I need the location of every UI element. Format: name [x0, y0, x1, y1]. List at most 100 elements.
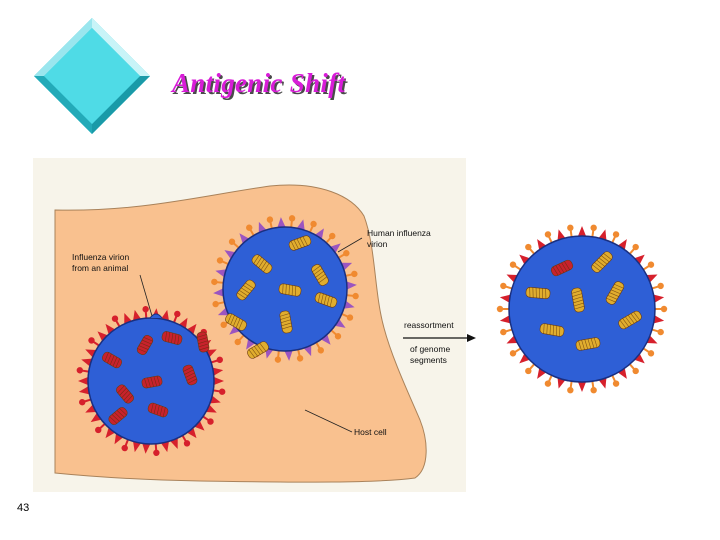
spike-ha [187, 323, 197, 335]
spike-ha [133, 441, 141, 453]
envelope-notch [149, 313, 163, 319]
spike-ha [537, 368, 546, 379]
spike-na [88, 337, 100, 347]
spike-na [544, 231, 553, 244]
spike-ha [634, 353, 645, 364]
genome-segment-animal [116, 384, 134, 404]
spike-ha [618, 368, 627, 379]
spike-na [173, 310, 181, 323]
spike-ha [330, 243, 341, 253]
spike-ha [78, 377, 88, 385]
spike-ha [210, 395, 221, 404]
genome-segment-animal [161, 331, 183, 345]
genome-segment-human [288, 235, 312, 251]
spike-ha [215, 269, 227, 278]
spike-ha [229, 325, 240, 335]
spike-na [246, 224, 255, 236]
spike-ha [653, 294, 665, 303]
spike-ha [578, 382, 586, 392]
human-virion-label-line1: Human influenza [367, 228, 431, 238]
slide-title: Antigenic Shift [172, 68, 346, 98]
spike-ha [315, 228, 324, 240]
animal-virion [76, 306, 226, 456]
spike-na [95, 423, 106, 434]
diamond-bullet-icon [34, 18, 150, 134]
spike-ha [161, 441, 169, 453]
animal-virion-label-line2: from an animal [72, 263, 128, 273]
genome-segment-human [251, 254, 273, 274]
spike-ha [142, 443, 151, 454]
spike-na [345, 270, 358, 278]
spike-ha [296, 219, 305, 231]
human-virion [211, 215, 359, 363]
spike-ha [214, 377, 224, 385]
spike-na [629, 243, 639, 255]
spike-ha [179, 317, 188, 329]
spike-ha [598, 377, 607, 389]
spike-ha [105, 427, 115, 439]
genome-segment-human [314, 292, 338, 308]
genome-segment-human [591, 251, 613, 273]
spike-na [496, 305, 509, 313]
spike-ha [133, 309, 141, 321]
spike-na [611, 231, 620, 244]
spike-ha [97, 331, 108, 342]
spike-ha [499, 294, 511, 303]
genome-segment-animal [136, 335, 154, 355]
spike-na [655, 305, 668, 313]
genome-segment-human [605, 281, 625, 305]
spike-ha [557, 229, 566, 241]
spike-ha [321, 334, 331, 345]
spike-ha [213, 288, 224, 297]
spike-ha [105, 323, 115, 335]
spike-na [213, 388, 226, 395]
genome-segment-animal [182, 364, 198, 386]
spike-na [500, 328, 513, 336]
reassortment-label-line2: of genome [410, 344, 450, 354]
spike-na [202, 415, 214, 425]
spike-na [181, 435, 191, 447]
host-cell-label-leader [304, 409, 353, 433]
spike-na [325, 232, 336, 244]
spike-ha [653, 315, 665, 324]
spike-ha [537, 239, 546, 250]
genome-segment-animal [550, 259, 574, 277]
animal-label-leader [139, 274, 153, 317]
spike-ha [334, 319, 346, 328]
spike-ha [187, 427, 197, 439]
spike-na [567, 224, 574, 237]
genome-segment-human [225, 313, 247, 331]
spike-ha [598, 229, 607, 241]
human-label-leader [337, 237, 363, 253]
spike-na [330, 329, 342, 340]
genome-segment-animal [102, 351, 122, 369]
reassortment-label-line1: reassortment [404, 320, 454, 330]
spike-ha [557, 377, 566, 389]
spike-na [78, 398, 92, 406]
genome-segment-human [525, 287, 551, 299]
spike-na [629, 363, 639, 375]
spike-na [346, 292, 359, 300]
animal-virion-label-line1: Influenza virion [72, 252, 129, 262]
spike-na [525, 243, 535, 255]
human-virion-label-line2: virion [367, 239, 388, 249]
genome-segment-human [575, 337, 601, 351]
spike-na [509, 261, 522, 271]
genome-segment-animal [196, 331, 210, 353]
spike-na [315, 342, 324, 354]
spike-na [500, 282, 513, 290]
spike-ha [634, 254, 645, 265]
reassortment-label-line3: segments [410, 355, 447, 365]
genome-segment-human [278, 283, 302, 297]
host-cell-label: Host cell [354, 427, 387, 437]
genome-segment-human [247, 341, 269, 359]
spike-na [76, 367, 89, 374]
spike-na [121, 439, 129, 452]
spike-ha [284, 350, 293, 361]
spike-na [590, 224, 597, 237]
spike-na [338, 250, 350, 259]
genome-segment-human [618, 310, 642, 330]
spike-na [525, 363, 535, 375]
spike-ha [78, 386, 90, 395]
